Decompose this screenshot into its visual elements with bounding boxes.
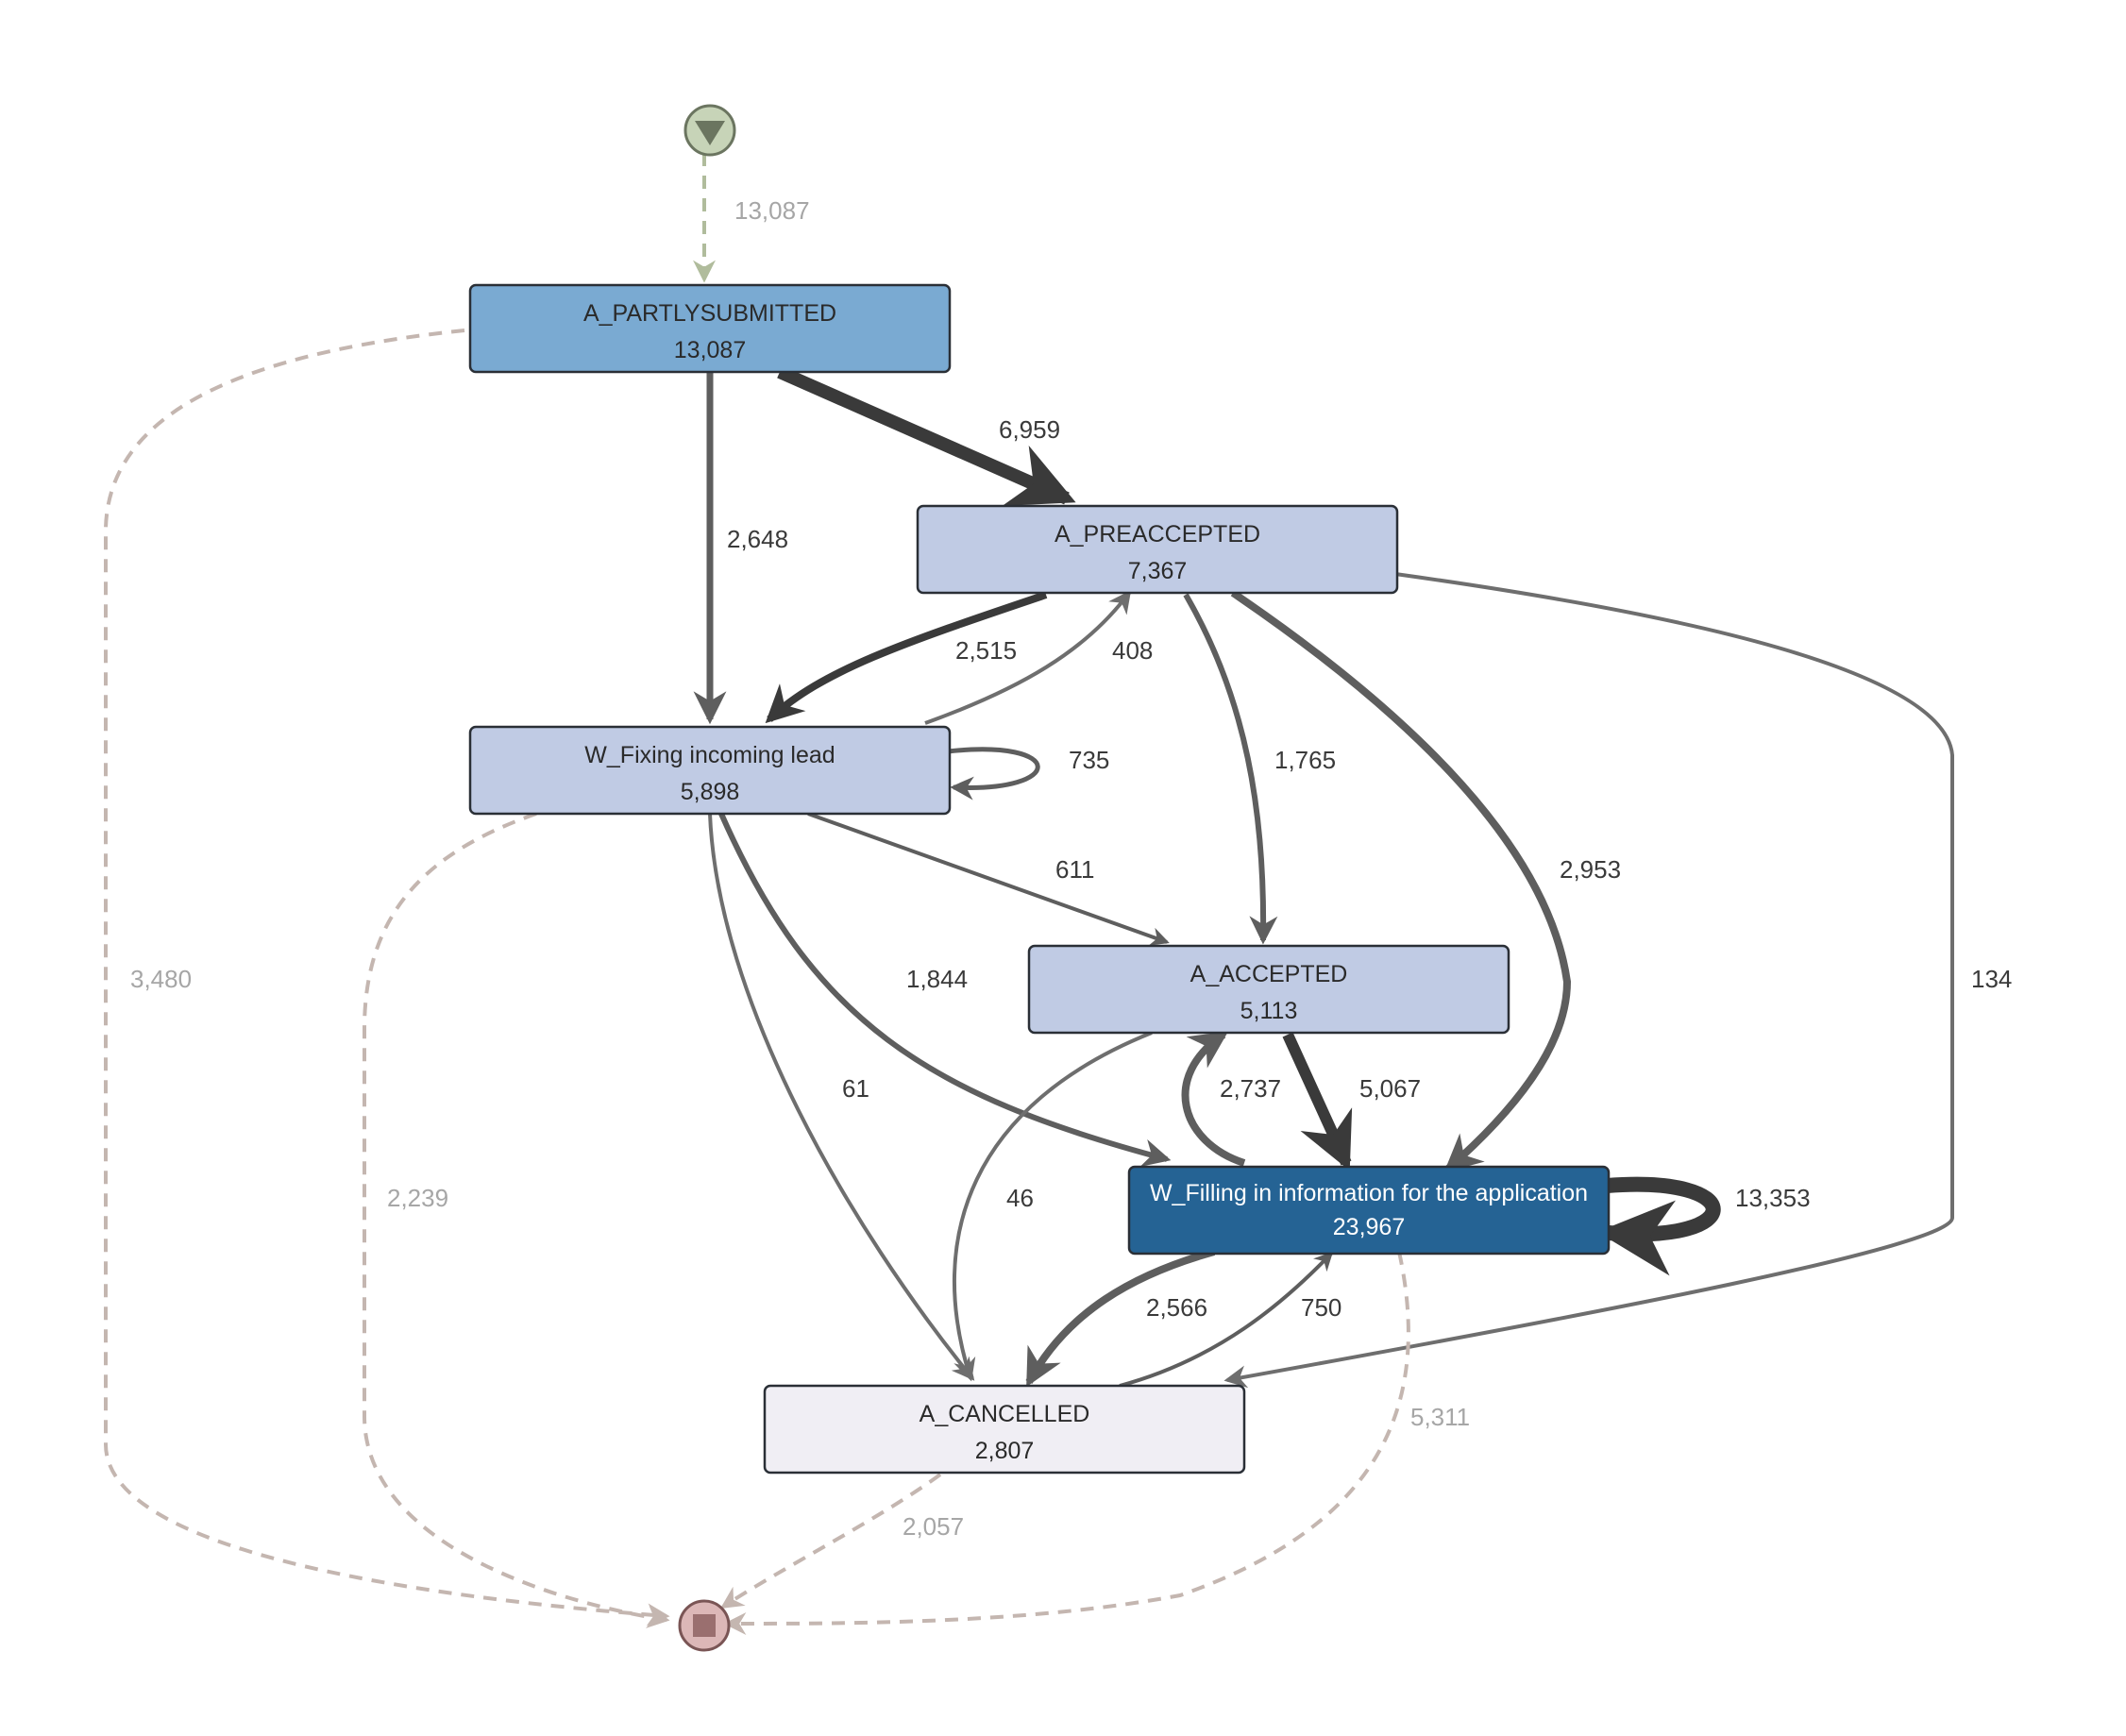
edge-label-filling-to-end: 5,311 <box>1410 1403 1470 1431</box>
node-count: 5,898 <box>681 779 740 805</box>
edge-filling-self-loop <box>1597 1176 1721 1276</box>
edge-filling-to-end <box>723 1251 1410 1635</box>
edge-accepted-to-filling <box>1282 1032 1353 1171</box>
edge-preaccepted-to-fixing <box>765 591 1048 724</box>
edge-label-filling-to-accepted: 2,737 <box>1220 1074 1281 1103</box>
edge-label-preaccepted-to-accepted: 1,765 <box>1274 746 1336 774</box>
node-box <box>468 283 952 374</box>
node-a-cancelled[interactable]: A_CANCELLED 2,807 <box>763 1384 1246 1475</box>
node-name: A_PREACCEPTED <box>1055 521 1260 548</box>
edge-label-fixing-to-end: 2,239 <box>387 1184 448 1212</box>
edge-label-filling-to-cancelled: 2,566 <box>1146 1293 1207 1322</box>
edge-label-accepted-to-cancelled: 46 <box>1006 1184 1034 1212</box>
edge-label-cancelled-to-filling: 750 <box>1301 1293 1341 1322</box>
node-count: 23,967 <box>1333 1214 1405 1240</box>
node-name: W_Fixing incoming lead <box>584 742 835 768</box>
node-count: 7,367 <box>1128 558 1188 584</box>
edge-partly-to-preaccepted <box>777 365 1076 507</box>
edge-label-fixing-self: 735 <box>1069 746 1109 774</box>
node-a-preaccepted[interactable]: A_PREACCEPTED 7,367 <box>916 504 1399 595</box>
edge-label-partly-to-fixing: 2,648 <box>727 525 788 553</box>
edge-label-preaccepted-to-cancelled: 134 <box>1971 965 2012 993</box>
edge-label-accepted-to-filling: 5,067 <box>1359 1074 1421 1103</box>
edge-label-partly-to-preaccepted: 6,959 <box>999 415 1060 444</box>
edge-preaccepted-to-accepted <box>1183 593 1278 945</box>
edge-fixing-to-end <box>363 812 670 1628</box>
node-box <box>468 725 952 816</box>
edge-label-fixing-to-cancelled: 61 <box>842 1074 869 1103</box>
edge-label-fixing-to-accepted: 611 <box>1055 855 1094 884</box>
edge-label-preaccepted-to-filling: 2,953 <box>1560 855 1621 884</box>
node-box <box>763 1384 1246 1475</box>
edge-label-preaccepted-to-fixing: 2,515 <box>955 636 1017 665</box>
edge-fixing-to-cancelled <box>708 813 975 1381</box>
node-w-filling-in-information[interactable]: W_Filling in information for the applica… <box>1127 1165 1611 1256</box>
edge-label-start-to-partly: 13,087 <box>734 196 810 225</box>
end-square-icon <box>693 1614 716 1637</box>
node-box <box>916 504 1399 595</box>
node-count: 13,087 <box>674 337 746 363</box>
node-name: A_ACCEPTED <box>1190 961 1348 987</box>
node-w-fixing-incoming-lead[interactable]: W_Fixing incoming lead 5,898 <box>468 725 952 816</box>
node-a-accepted[interactable]: A_ACCEPTED 5,113 <box>1027 944 1510 1035</box>
edge-accepted-to-cancelled <box>953 1031 1153 1382</box>
edge-preaccepted-to-filling <box>1230 589 1572 1172</box>
edge-label-fixing-to-preaccepted: 408 <box>1112 636 1153 665</box>
edge-fixing-to-filling <box>718 812 1172 1167</box>
node-name: A_PARTLYSUBMITTED <box>583 300 836 327</box>
node-name: A_CANCELLED <box>920 1401 1090 1427</box>
edge-fixing-to-accepted <box>807 812 1170 946</box>
end-node[interactable] <box>678 1599 731 1652</box>
edge-label-fixing-to-filling: 1,844 <box>906 965 968 993</box>
node-box <box>1027 944 1510 1035</box>
edge-label-cancelled-to-end: 2,057 <box>903 1512 964 1541</box>
node-name: W_Filling in information for the applica… <box>1150 1180 1588 1206</box>
node-a-partlysubmitted[interactable]: A_PARTLYSUBMITTED 13,087 <box>468 283 952 374</box>
node-box <box>1127 1165 1611 1256</box>
edge-cancelled-to-filling <box>1119 1251 1334 1388</box>
edge-filling-to-accepted <box>1181 1031 1246 1167</box>
edge-preaccepted-to-cancelled <box>1223 572 1954 1389</box>
start-triangle-icon <box>695 121 725 145</box>
edge-cancelled-to-end <box>719 1473 942 1609</box>
edge-fixing-self-loop <box>947 747 1040 801</box>
edge-label-filling-self: 13,353 <box>1735 1184 1811 1212</box>
node-count: 2,807 <box>975 1438 1035 1464</box>
node-count: 5,113 <box>1240 998 1298 1024</box>
edge-partly-to-end <box>104 329 670 1626</box>
edge-fixing-to-preaccepted <box>924 590 1132 725</box>
start-node[interactable] <box>683 104 736 157</box>
edge-filling-to-cancelled <box>1025 1248 1216 1388</box>
edge-label-partly-to-end: 3,480 <box>130 965 192 993</box>
